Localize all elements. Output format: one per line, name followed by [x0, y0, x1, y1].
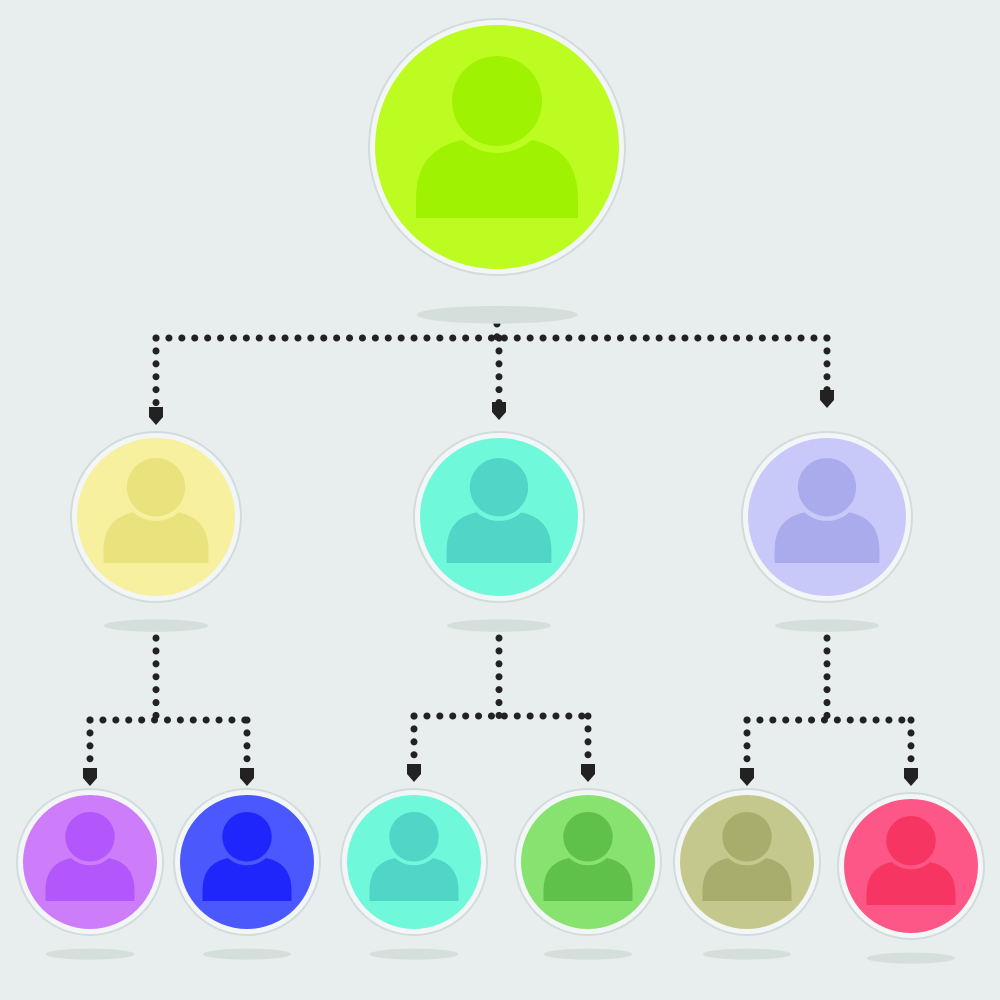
nodes	[16, 18, 985, 964]
user-body	[369, 856, 459, 901]
user-head	[222, 812, 272, 862]
node-shadow	[103, 619, 209, 632]
node-shadow	[416, 305, 578, 324]
node-leaf-5	[673, 788, 821, 960]
node-level2-3	[741, 431, 913, 632]
arrow-down-icon	[820, 390, 834, 408]
user-icon	[866, 812, 956, 905]
node-shadow	[702, 948, 792, 960]
user-body	[202, 856, 292, 901]
user-icon	[369, 808, 459, 901]
node-level2-1	[70, 431, 242, 632]
user-body	[866, 860, 956, 905]
arrow-down-icon	[492, 402, 506, 420]
node-leaf-6	[837, 792, 985, 964]
node-leaf-2	[173, 788, 321, 960]
node-shadow	[866, 952, 956, 964]
node-leaf-1	[16, 788, 164, 960]
user-body	[45, 856, 135, 901]
user-head	[389, 812, 439, 862]
user-icon	[45, 808, 135, 901]
arrow-down-icon	[581, 764, 595, 782]
user-body	[702, 856, 792, 901]
user-head	[797, 458, 857, 517]
user-icon	[702, 808, 792, 901]
user-icon	[446, 453, 552, 563]
user-head	[563, 812, 613, 862]
node-shadow	[543, 948, 633, 960]
user-body	[103, 510, 209, 563]
user-head	[452, 56, 542, 146]
user-icon	[202, 808, 292, 901]
connectors	[83, 307, 918, 786]
arrow-down-icon	[149, 407, 163, 425]
user-icon	[774, 453, 880, 563]
node-shadow	[446, 619, 552, 632]
user-head	[722, 812, 772, 862]
user-head	[126, 458, 186, 517]
arrow-down-icon	[904, 768, 918, 786]
user-icon	[103, 453, 209, 563]
node-leaf-3	[340, 788, 488, 960]
user-body	[543, 856, 633, 901]
node-shadow	[774, 619, 880, 632]
user-body	[416, 137, 578, 218]
user-icon	[543, 808, 633, 901]
user-body	[446, 510, 552, 563]
arrow-down-icon	[740, 768, 754, 786]
node-shadow	[202, 948, 292, 960]
node-leaf-4	[514, 788, 662, 960]
node-root	[368, 18, 626, 324]
user-head	[65, 812, 115, 862]
user-icon	[416, 49, 578, 218]
user-head	[469, 458, 529, 517]
node-shadow	[45, 948, 135, 960]
arrow-down-icon	[240, 768, 254, 786]
node-shadow	[369, 948, 459, 960]
user-head	[886, 816, 936, 866]
arrow-down-icon	[83, 768, 97, 786]
arrow-down-icon	[407, 764, 421, 782]
node-level2-2	[413, 431, 585, 632]
user-body	[774, 510, 880, 563]
